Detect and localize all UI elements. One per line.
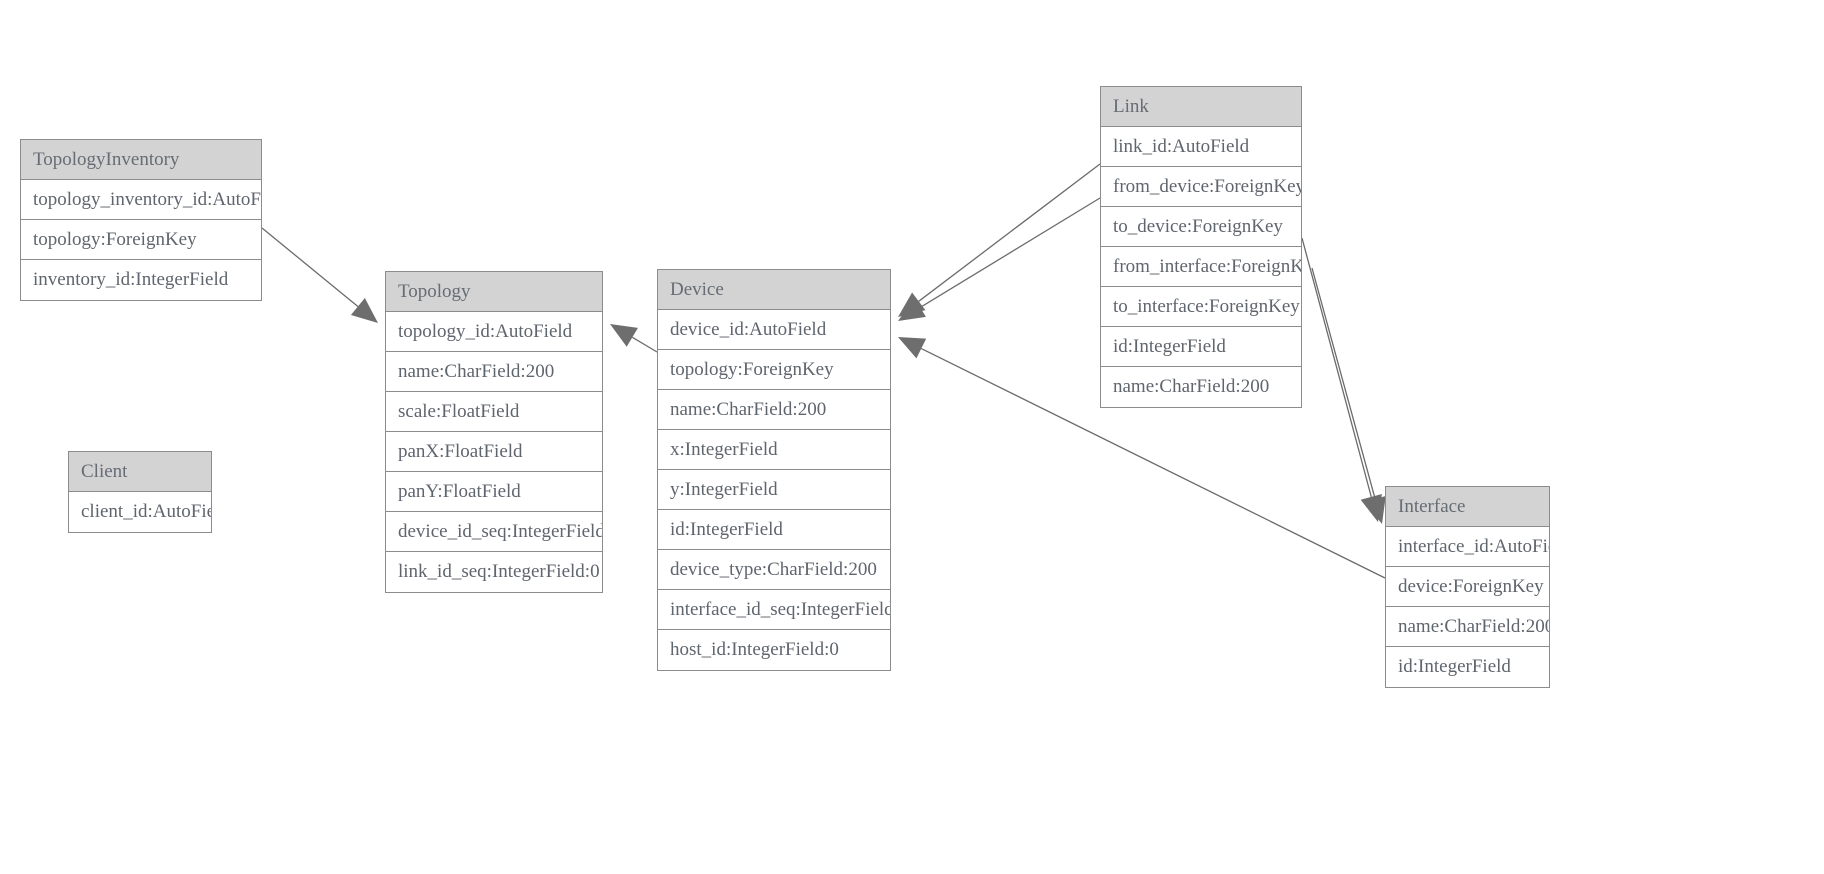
relationship-topologyinventory-topology — [261, 227, 378, 323]
entity-title-client: Client — [69, 452, 211, 492]
entity-field-row[interactable]: panY:FloatField — [386, 472, 602, 512]
relationship-line — [632, 336, 658, 353]
entity-field-row[interactable]: panX:FloatField — [386, 432, 602, 472]
entity-fields-interface: interface_id:AutoFielddevice:ForeignKeyn… — [1386, 527, 1549, 687]
entity-field-row[interactable]: id:IntegerField — [1398, 656, 1511, 677]
entity-field-row[interactable]: topology_id:AutoField — [386, 312, 602, 352]
entity-client[interactable]: Client client_id:AutoField — [68, 451, 212, 533]
entity-field-row[interactable]: link_id:AutoField — [1101, 127, 1301, 167]
entity-interface[interactable]: Interfaceinterface_id:AutoFielddevice:Fo… — [1385, 486, 1550, 688]
entity-field-row[interactable]: name:CharField:200 — [658, 390, 890, 430]
entity-field-row[interactable]: to_interface:ForeignKey — [1101, 287, 1301, 327]
relationship-link-from-device — [898, 163, 1101, 317]
entity-field-row[interactable]: device_type:CharField:200 — [658, 550, 890, 590]
relationship-line — [1311, 267, 1376, 500]
entity-fields-topologyinventory: topology_inventory_id:AutoFieldtopology:… — [21, 180, 261, 300]
relationship-arrowhead-icon — [898, 292, 926, 317]
entity-field-row[interactable]: name:CharField:200 — [1113, 376, 1270, 397]
entity-field-row[interactable]: to_device:ForeignKey — [1101, 207, 1301, 247]
relationship-link-from-interface — [1301, 237, 1382, 522]
entity-field-row[interactable]: device_id_seq:IntegerField:0 — [386, 512, 602, 552]
entity-field-row[interactable]: scale:FloatField — [386, 392, 602, 432]
relationship-link-to-device — [898, 197, 1101, 321]
relationship-line — [919, 197, 1101, 309]
entity-field-row[interactable]: name:CharField:200 — [386, 352, 602, 392]
relationship-arrowhead-icon — [898, 298, 926, 321]
relationship-arrowhead-icon — [1364, 496, 1386, 524]
entity-field-row[interactable]: interface_id_seq:IntegerField:0 — [658, 590, 890, 630]
entity-field-row[interactable]: x:IntegerField — [658, 430, 890, 470]
entity-title-link: Link — [1101, 87, 1301, 127]
entity-field-row[interactable]: topology_inventory_id:AutoField — [21, 180, 261, 220]
relationship-line — [918, 163, 1101, 302]
entity-field-row[interactable]: host_id:IntegerField:0 — [670, 639, 839, 660]
entity-field-row[interactable]: device:ForeignKey — [1386, 567, 1549, 607]
entity-fields-client: client_id:AutoField — [69, 492, 211, 532]
entity-title-topology: Topology — [386, 272, 602, 312]
relationship-line — [261, 227, 359, 308]
relationship-arrowhead-icon — [1360, 494, 1382, 522]
entity-title-device: Device — [658, 270, 890, 310]
relationship-line — [1301, 237, 1372, 498]
entity-field-row[interactable]: id:IntegerField — [658, 510, 890, 550]
relationship-link-to-interface — [1311, 267, 1386, 524]
entity-field-row[interactable]: from_interface:ForeignKey — [1101, 247, 1301, 287]
entity-field-row[interactable]: link_id_seq:IntegerField:0 — [398, 561, 600, 582]
entity-field-row[interactable]: interface_id:AutoField — [1386, 527, 1549, 567]
entity-field-row[interactable]: device_id:AutoField — [658, 310, 890, 350]
relationship-device-topology — [610, 324, 658, 353]
entity-field-row[interactable]: topology:ForeignKey — [658, 350, 890, 390]
entity-field-row[interactable]: y:IntegerField — [658, 470, 890, 510]
entity-field-row[interactable]: id:IntegerField — [1101, 327, 1301, 367]
entity-field-row[interactable]: client_id:AutoField — [81, 501, 211, 522]
entity-field-row[interactable]: topology:ForeignKey — [21, 220, 261, 260]
entity-title-topologyinventory: TopologyInventory — [21, 140, 261, 180]
entity-title-interface: Interface — [1386, 487, 1549, 527]
relationship-arrowhead-icon — [350, 298, 378, 323]
entity-field-row[interactable]: from_device:ForeignKey — [1101, 167, 1301, 207]
entity-field-row[interactable]: inventory_id:IntegerField — [33, 269, 229, 290]
relationship-arrowhead-icon — [610, 324, 638, 347]
entity-field-row[interactable]: name:CharField:200 — [1386, 607, 1549, 647]
relationship-arrowhead-icon — [898, 337, 927, 359]
